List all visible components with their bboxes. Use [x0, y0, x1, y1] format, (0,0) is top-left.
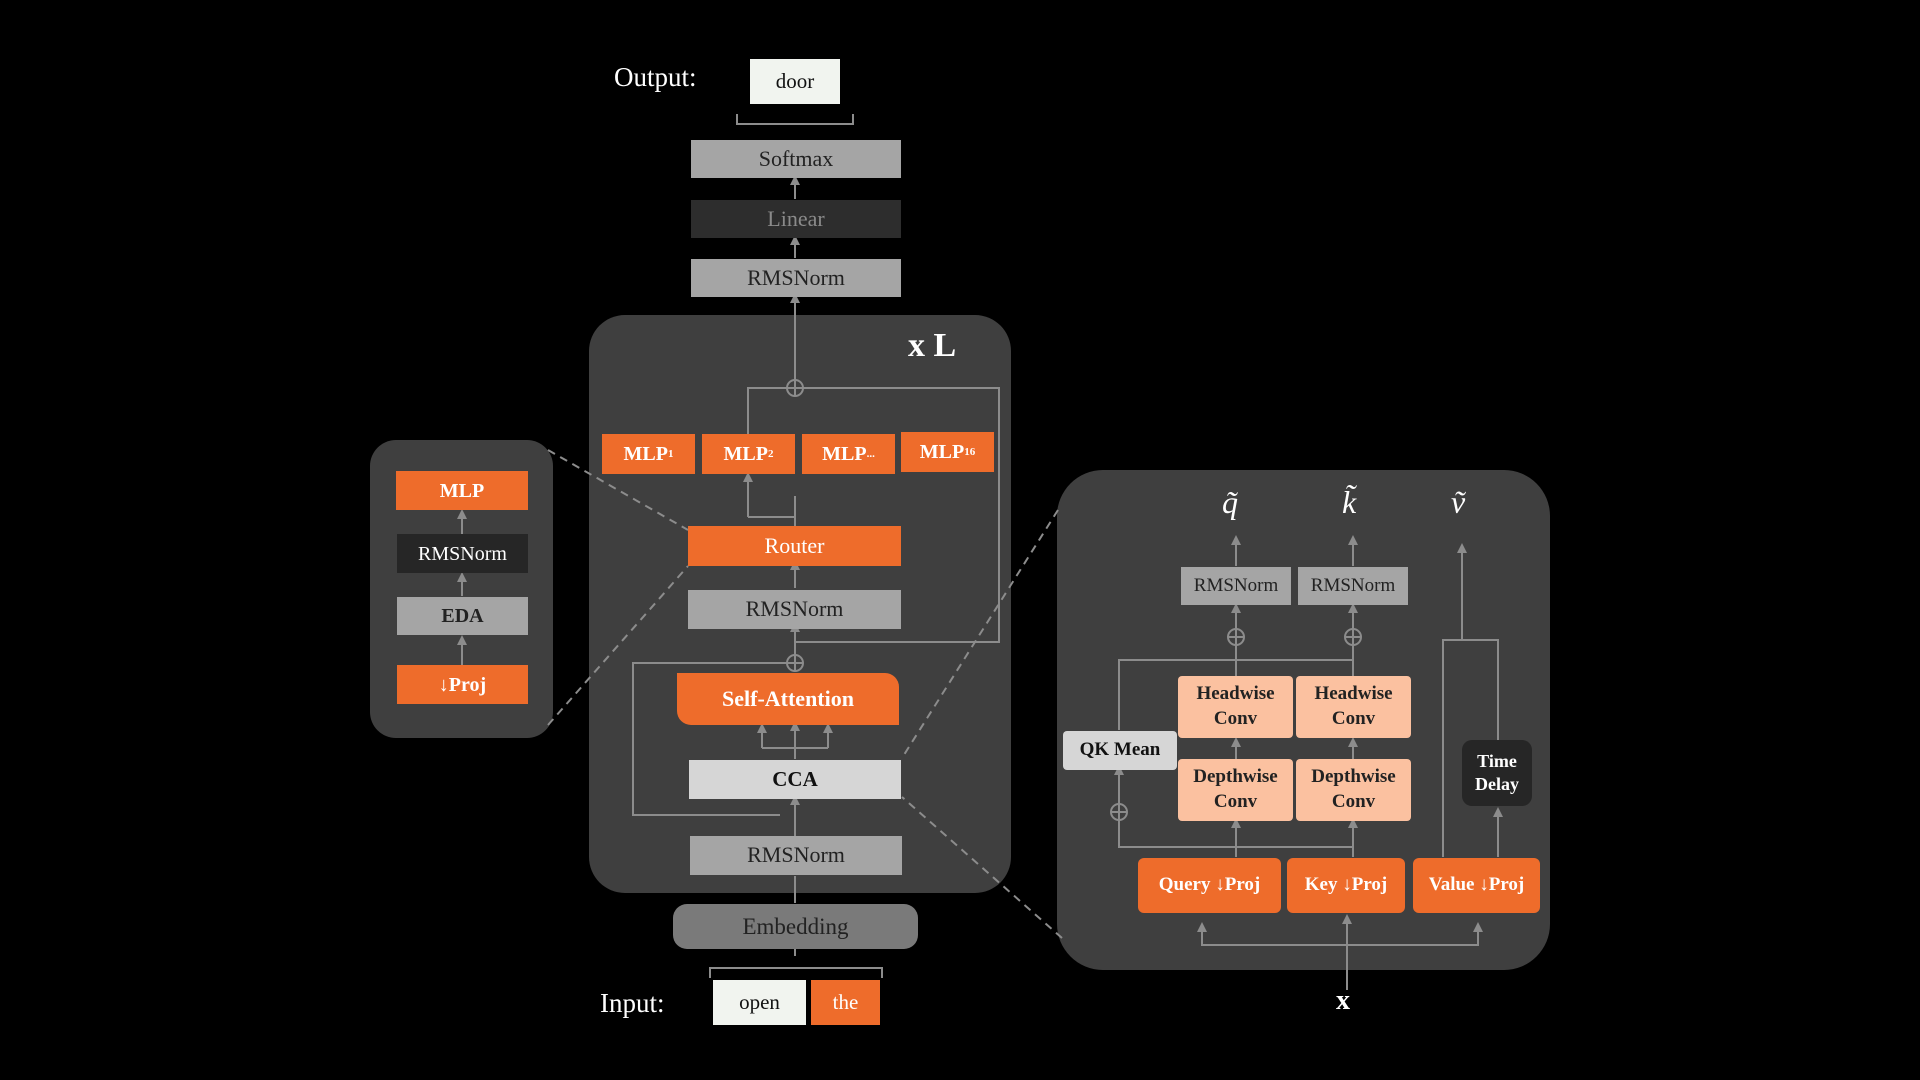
key-down-proj-block: Key ↓Proj [1287, 858, 1405, 913]
x-input-label: x [1336, 985, 1350, 1016]
output-token: door [750, 59, 840, 104]
mlp-expert-16-label: MLP [919, 441, 965, 463]
low-rmsnorm-block: RMSNorm [690, 836, 902, 875]
input-token-open: open [713, 980, 806, 1025]
input-token-the: the [811, 980, 880, 1025]
q-headwise-conv-block: Headwise Conv [1178, 676, 1293, 738]
detail-rmsnorm-block: RMSNorm [397, 534, 528, 573]
query-down-proj-block: Query ↓Proj [1138, 858, 1281, 913]
mlp-expert-2-sub: 2 [767, 447, 774, 460]
k-headwise-conv-label: Headwise Conv [1314, 683, 1393, 729]
detail-down-proj-block: ↓Proj [397, 665, 528, 704]
linear-block: Linear [691, 200, 901, 238]
router-block: Router [688, 526, 901, 566]
mlp-expert-n-sub: ... [866, 447, 875, 460]
mid-rmsnorm-block: RMSNorm [688, 590, 901, 629]
mlp-expert-1-sub: 1 [667, 447, 674, 460]
softmax-block: Softmax [691, 140, 901, 178]
k-headwise-conv-block: Headwise Conv [1296, 676, 1411, 738]
k-depthwise-conv-label: Depthwise Conv [1311, 766, 1396, 812]
detail-mlp-block: MLP [396, 471, 528, 510]
output-label: Output: [614, 62, 697, 92]
q-rmsnorm-block: RMSNorm [1181, 567, 1291, 605]
mlp-expert-2-label: MLP [723, 443, 768, 465]
mlp-expert-1-label: MLP [623, 443, 668, 465]
repeat-label: x L [908, 327, 957, 364]
embedding-block: Embedding [673, 904, 918, 949]
k-rmsnorm-block: RMSNorm [1298, 567, 1408, 605]
q-tilde-output: q̃ [1222, 484, 1238, 520]
time-delay-block: Time Delay [1462, 740, 1532, 806]
q-headwise-conv-label: Headwise Conv [1196, 683, 1275, 729]
mlp-expert-16-sub: 16 [964, 445, 976, 458]
detail-eda-block: EDA [397, 597, 528, 635]
qk-mean-block: QK Mean [1063, 731, 1177, 770]
mlp-expert-n: MLP... [802, 434, 895, 474]
mlp-expert-n-label: MLP [822, 443, 867, 465]
q-depthwise-conv-label: Depthwise Conv [1193, 766, 1278, 812]
cca-block: CCA [689, 760, 901, 799]
time-delay-label: Time Delay [1475, 750, 1519, 794]
q-depthwise-conv-block: Depthwise Conv [1178, 759, 1293, 821]
self-attention-block: Self-Attention [677, 673, 899, 725]
input-label: Input: [600, 988, 665, 1018]
value-down-proj-block: Value ↓Proj [1413, 858, 1540, 913]
k-tilde-output: k̃ [1342, 484, 1357, 520]
final-rmsnorm-block: RMSNorm [691, 259, 901, 297]
v-tilde-output: ṽ [1451, 484, 1466, 520]
k-depthwise-conv-block: Depthwise Conv [1296, 759, 1411, 821]
